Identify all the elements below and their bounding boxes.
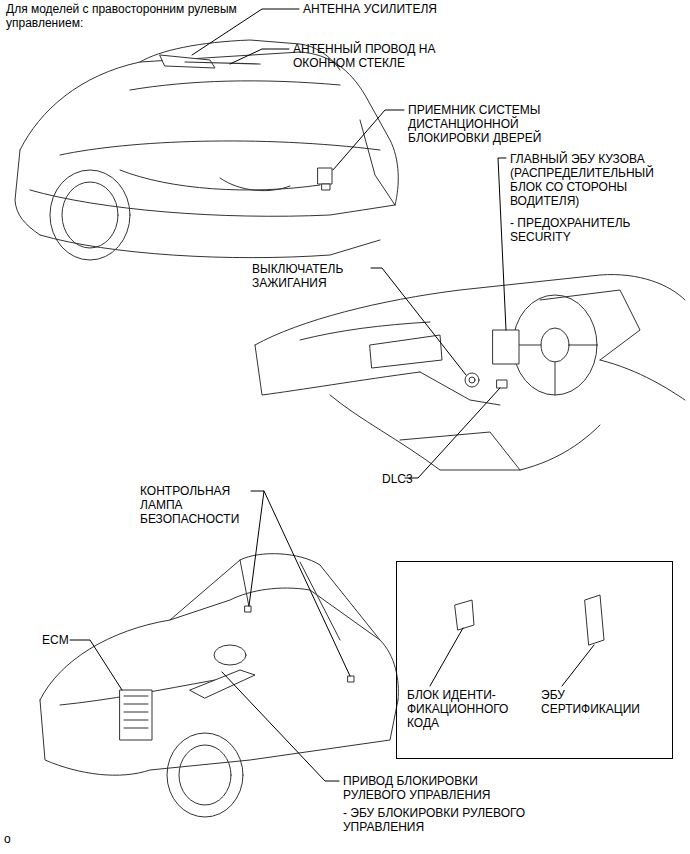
part-label: ПРИВОД БЛОКИРОВКИ РУЛЕВОГО УПРАВЛЕНИЯ xyxy=(343,774,543,802)
figure-code: o xyxy=(4,832,24,846)
car-rear-view xyxy=(15,40,398,260)
part-sublabel: - ПРЕДОХРАНИТЕЛЬ SECURITY xyxy=(510,216,680,244)
part-label: DLC3 xyxy=(382,472,442,486)
inset-box: БЛОК ИДЕНТИ- ФИКАЦИОННОГО КОДА ЭБУ СЕРТИФ… xyxy=(396,561,673,759)
part-label: ГЛАВНЫЙ ЭБУ КУЗОВА (РАСПРЕДЕЛИТЕЛЬНЫЙ БЛ… xyxy=(510,152,680,208)
part-sublabel: - ЭБУ БЛОКИРОВКИ РУЛЕВОГО УПРАВЛЕНИЯ xyxy=(343,806,573,834)
note-heading: Для моделей с правосторонним рулевым упр… xyxy=(6,2,256,30)
part-label: КОНТРОЛЬНАЯ ЛАМПА БЕЗОПАСНОСТИ xyxy=(140,484,248,526)
part-label: ЭБУ СЕРТИФИКАЦИИ xyxy=(541,688,661,716)
part-label: ECM xyxy=(42,633,72,647)
part-label: АНТЕННА УСИЛИТЕЛЯ xyxy=(303,2,503,16)
part-label: ВЫКЛЮЧАТЕЛЬ ЗАЖИГАНИЯ xyxy=(252,262,370,290)
part-label: БЛОК ИДЕНТИ- ФИКАЦИОННОГО КОДА xyxy=(407,688,503,730)
part-label: АНТЕННЫЙ ПРОВОД НА ОКОННОМ СТЕКЛЕ xyxy=(293,42,453,70)
dashboard xyxy=(255,275,685,470)
part-label: ПРИЕМНИК СИСТЕМЫ ДИСТАНЦИОННОЙ БЛОКИРОВК… xyxy=(408,103,603,145)
inset-parts xyxy=(455,595,604,645)
